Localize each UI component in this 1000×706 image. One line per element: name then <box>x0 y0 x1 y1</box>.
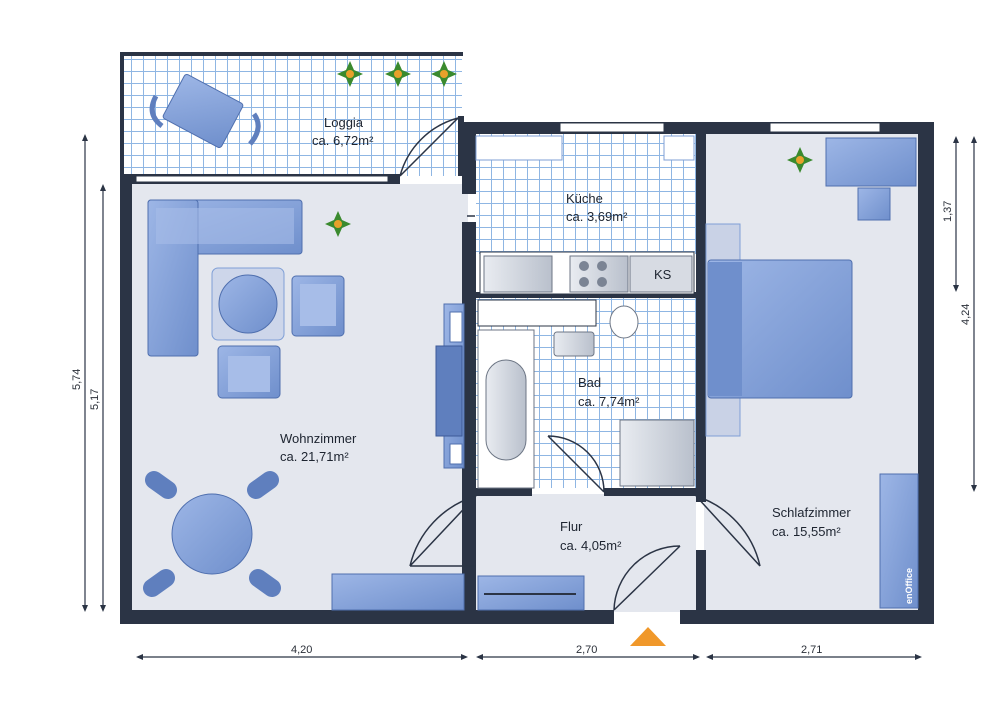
wall-loggia-right <box>458 116 464 176</box>
wohnzimmer-name: Wohnzimmer <box>280 431 357 446</box>
dim-bottom-right: 2,71 <box>801 644 822 656</box>
kitchen-counter <box>475 135 695 295</box>
dim-right-inner: 1,37 <box>942 201 954 222</box>
dim-left-outer: 5,74 <box>71 369 83 390</box>
bathroom-fixtures <box>477 299 695 489</box>
loggia-area: ca. 6,72m² <box>312 133 374 148</box>
dim-right-outer: 4,24 <box>960 304 972 325</box>
brand-logo: enOffice <box>904 568 914 604</box>
sideboard <box>331 573 465 611</box>
shower <box>619 419 695 487</box>
kueche-name: Küche <box>566 191 603 206</box>
entrance-arrow-icon <box>630 627 666 646</box>
windows <box>120 52 881 183</box>
loggia-name: Loggia <box>324 115 364 130</box>
desk <box>825 137 917 187</box>
wall-left <box>120 174 132 624</box>
washbasin <box>553 331 595 357</box>
bad-area: ca. 7,74m² <box>578 394 640 409</box>
dim-bottom-middle: 2,70 <box>576 644 597 656</box>
fridge-label: KS <box>654 267 672 282</box>
dim-bottom-left: 4,20 <box>291 644 312 656</box>
wall-bottom <box>120 610 614 624</box>
flur-door-left <box>409 495 477 567</box>
bed <box>707 259 853 399</box>
toilet <box>609 305 639 339</box>
wall-bath-hall <box>476 488 532 496</box>
coffee-table <box>211 267 285 341</box>
doors <box>399 117 761 611</box>
flur-name: Flur <box>560 519 583 534</box>
tv-cabinet <box>435 303 465 469</box>
sink <box>483 255 553 293</box>
schlafzimmer-area: ca. 15,55m² <box>772 524 841 539</box>
dresser <box>879 473 919 609</box>
bad-cabinet <box>477 299 597 327</box>
armchair-right <box>291 275 345 337</box>
armchair-bottom <box>217 345 281 399</box>
entrance-door <box>613 545 681 611</box>
wall-bed-left <box>696 122 706 502</box>
loggia-table-set <box>149 73 261 149</box>
wall-right <box>918 122 934 624</box>
bad-door <box>547 435 605 493</box>
desk-chair <box>857 187 891 221</box>
wohnzimmer-area: ca. 21,71m² <box>280 449 349 464</box>
dining-table <box>143 471 281 597</box>
loggia-door-swing <box>399 117 459 177</box>
flur-area: ca. 4,05m² <box>560 538 622 553</box>
flur-door-right <box>695 495 761 567</box>
bad-name: Bad <box>578 375 601 390</box>
kueche-area: ca. 3,69m² <box>566 209 628 224</box>
plant-icon <box>325 61 813 237</box>
dim-left-inner: 5,17 <box>89 389 101 410</box>
dimension-lines <box>82 134 977 660</box>
wall-kitchen-bath <box>476 292 696 298</box>
sofa-l-shape <box>147 199 303 357</box>
fridge <box>629 255 693 293</box>
stove <box>569 255 629 293</box>
schlafzimmer-name: Schlafzimmer <box>772 505 851 520</box>
